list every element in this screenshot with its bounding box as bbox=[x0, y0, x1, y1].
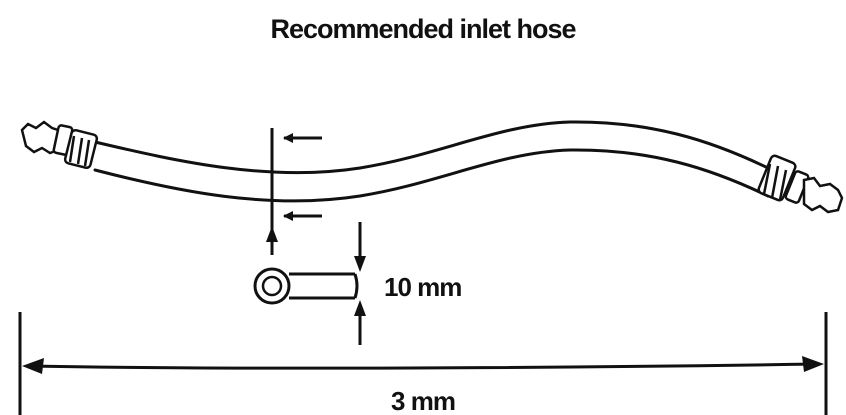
hose-cross-section bbox=[253, 267, 359, 305]
length-arrow-left bbox=[22, 358, 44, 374]
diameter-label: 10 mm bbox=[384, 272, 461, 302]
length-label: 3 mm bbox=[391, 386, 455, 415]
length-arrow-right bbox=[802, 356, 824, 372]
length-dimension-line bbox=[27, 362, 819, 370]
hose-top-edge bbox=[93, 120, 770, 175]
cut-line-arrow-tip bbox=[266, 226, 278, 242]
length-dimension bbox=[18, 312, 828, 415]
section-cut-marker bbox=[266, 128, 322, 255]
cross-section-outer bbox=[253, 267, 291, 305]
right-fitting bbox=[757, 154, 844, 214]
diameter-dimension bbox=[354, 222, 366, 345]
left-fitting bbox=[20, 120, 99, 170]
hose-bottom-edge bbox=[93, 148, 770, 203]
diagram-title: Recommended inlet hose bbox=[270, 14, 576, 44]
cross-section-inner bbox=[261, 275, 283, 297]
hose bbox=[93, 120, 770, 203]
